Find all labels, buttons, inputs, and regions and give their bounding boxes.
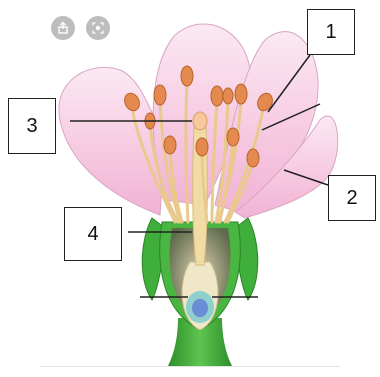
divider <box>40 366 340 367</box>
anther <box>196 138 208 156</box>
anther <box>223 88 233 104</box>
anther <box>247 149 259 167</box>
label-2: 2 <box>328 175 376 221</box>
petal-left <box>59 67 165 215</box>
nucleus <box>192 299 208 317</box>
anther <box>227 128 239 146</box>
anther <box>235 84 247 104</box>
stigma <box>193 112 207 130</box>
label-4: 4 <box>64 207 122 261</box>
label-1: 1 <box>307 9 355 55</box>
anther <box>181 66 193 86</box>
label-3: 3 <box>8 98 56 154</box>
anther <box>164 136 176 154</box>
anther <box>154 85 166 105</box>
anther <box>211 86 223 106</box>
